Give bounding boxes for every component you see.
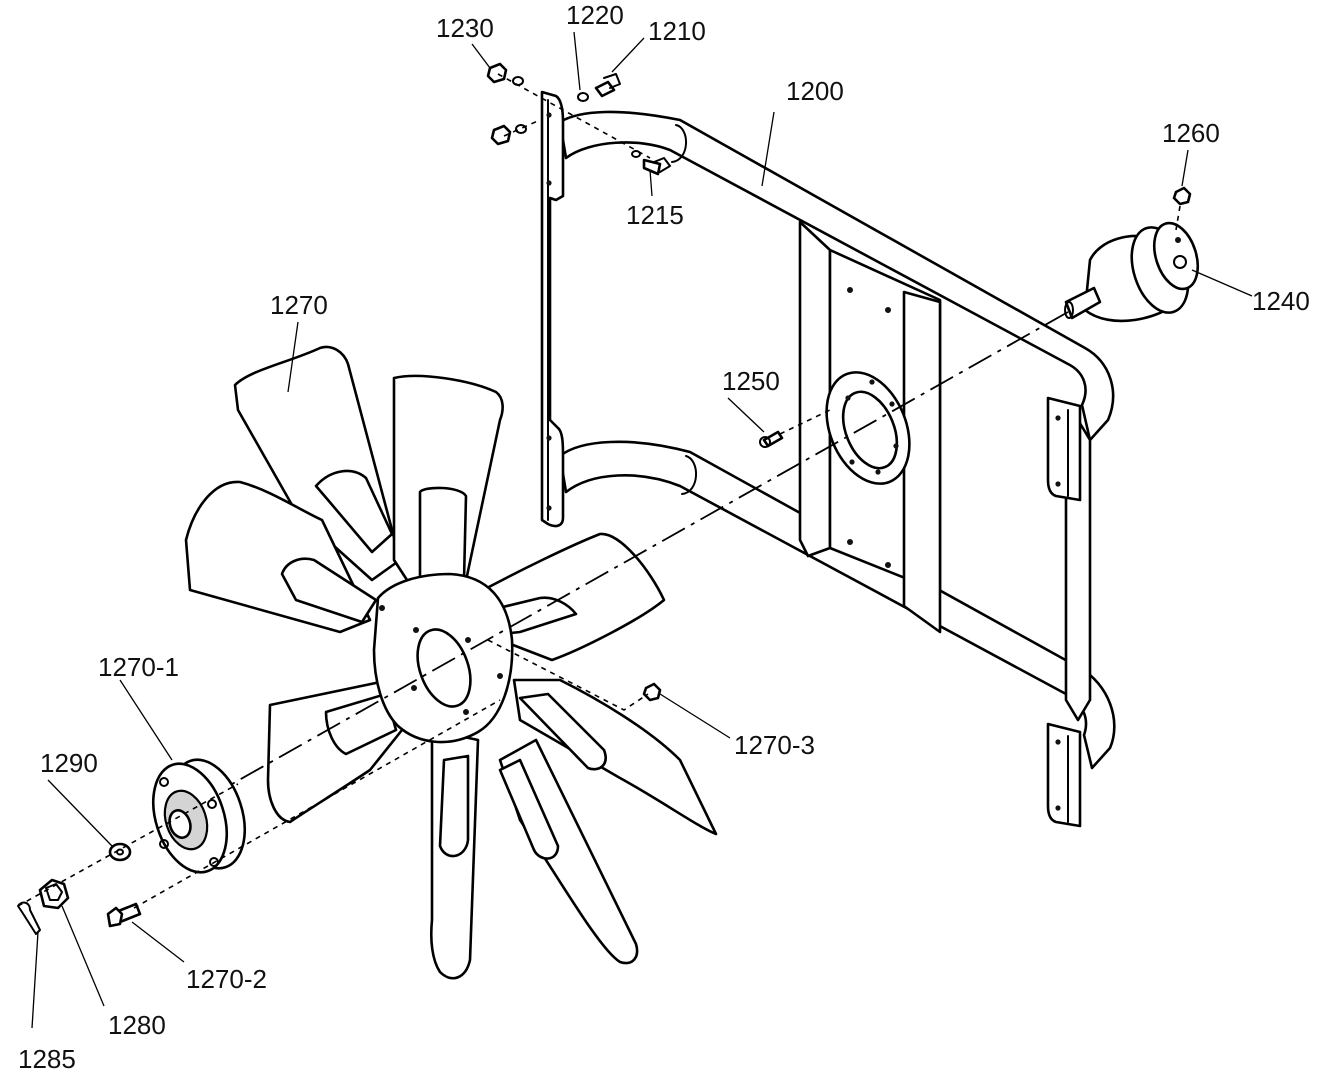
callout-1200: 1200 [786, 76, 844, 106]
callout-1270-1: 1270-1 [98, 652, 179, 682]
frame-lower-weld [681, 455, 698, 495]
bolt-1250 [759, 430, 784, 448]
frame-right-lower-bracket [1046, 722, 1082, 828]
leader-lines [31, 31, 1253, 1029]
callout-1285: 1290 [40, 748, 98, 778]
washer-1220 [577, 92, 589, 102]
fan-rib-3 [280, 557, 378, 624]
fan-rib-7 [498, 758, 560, 860]
callout-1220: 1220 [566, 0, 624, 30]
nut-dash-line [487, 639, 649, 711]
bolt-dash-line [133, 699, 501, 909]
frame-mount-plate [798, 220, 832, 558]
callout-1280: 1280 [108, 1010, 166, 1040]
nut-1230-upper [486, 62, 524, 86]
bolt-1270-2 [106, 902, 142, 928]
callout-1290: 1285 [18, 1044, 76, 1074]
fan-rib-6 [438, 754, 470, 858]
callout-1240: 1240 [1252, 286, 1310, 316]
hub-1270-1 [152, 758, 246, 874]
callout-1270-3: 1270-3 [734, 730, 815, 760]
fan-rib-8 [518, 692, 607, 771]
motor-end-cap [1152, 221, 1200, 291]
top-bolt-dash-line [497, 73, 651, 159]
frame-lower-tube [558, 440, 1116, 770]
nut-1270-3 [642, 682, 662, 702]
top-nut-dash-line [503, 119, 541, 137]
frame-right-upper-bracket [1046, 396, 1082, 502]
center-axis-line [231, 311, 1069, 785]
bolt-1215 [631, 150, 671, 176]
motor-nut-dash-line [1175, 205, 1181, 231]
frame-side-channel [902, 290, 942, 634]
bolt-1210 [594, 73, 621, 98]
callout-1215: 1215 [626, 200, 684, 230]
callout-1270-2: 1270-2 [186, 964, 267, 994]
callout-1230: 1230 [436, 13, 494, 43]
callout-1210: 1210 [648, 16, 706, 46]
fan-hub-bore [416, 628, 472, 708]
washer-1285 [108, 842, 132, 862]
fan-1270 [184, 345, 718, 980]
frame-left-bracket [540, 90, 565, 528]
fan-rib-1 [314, 469, 394, 554]
fan-rib-5 [324, 692, 398, 756]
hub-bore [168, 809, 192, 839]
frame-flange-bore [841, 390, 899, 470]
motor-shaft [1064, 286, 1102, 320]
callout-1260: 1260 [1162, 118, 1220, 148]
callout-1270: 1270 [270, 290, 328, 320]
frame-upper-tube [558, 110, 1115, 442]
castle-nut-1280 [38, 878, 70, 910]
frame-upper-weld [671, 124, 688, 163]
fan-rib-2 [418, 486, 468, 592]
motor-1240 [1064, 221, 1200, 323]
callout-1250: 1250 [722, 366, 780, 396]
nut-1260 [1172, 186, 1192, 206]
nut-1230-lower [490, 124, 527, 146]
shaft-dash-line [17, 783, 239, 907]
cotter-pin-1290 [17, 901, 41, 935]
